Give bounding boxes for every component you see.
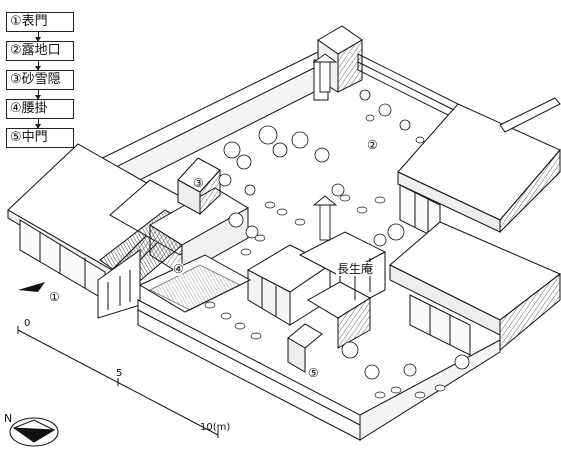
marker-koshikake: ④ bbox=[173, 262, 184, 276]
entrance-arrow bbox=[18, 282, 45, 292]
north-compass-icon bbox=[9, 417, 59, 447]
outer-wall-northeast bbox=[357, 53, 459, 121]
legend-arrow-icon bbox=[35, 119, 41, 129]
garden-trees bbox=[218, 89, 470, 380]
chumon-gate bbox=[287, 323, 323, 373]
sunasetchin-building bbox=[177, 157, 221, 216]
chouseian-teahouse bbox=[246, 231, 387, 349]
marker-sunasetchin: ③ bbox=[193, 176, 204, 190]
scale-label-five: 5 bbox=[116, 368, 123, 379]
scale-bar bbox=[17, 326, 219, 438]
marker-chumon: ⑤ bbox=[308, 366, 319, 380]
stepping-stones bbox=[204, 114, 446, 399]
marker-gate-front: ① bbox=[49, 290, 60, 304]
right-house-lower bbox=[389, 221, 561, 356]
marker-roji-entrance: ② bbox=[367, 138, 378, 152]
legend-step-5: ⑤中門 bbox=[6, 128, 74, 148]
legend-step-3: ③砂雪隠 bbox=[6, 70, 74, 90]
legend-arrow-icon bbox=[35, 90, 41, 100]
legend-step-4: ④腰掛 bbox=[6, 99, 74, 119]
legend-arrow-icon bbox=[35, 32, 41, 42]
legend-step-2: ②露地口 bbox=[6, 41, 74, 61]
north-label: N bbox=[4, 412, 13, 425]
legend-arrow-icon bbox=[35, 61, 41, 71]
stone-lantern bbox=[312, 53, 338, 241]
building-label: 長生庵 bbox=[336, 262, 375, 276]
legend-step-1: ①表門 bbox=[6, 12, 74, 32]
right-house-upper bbox=[397, 97, 561, 241]
scale-label-ten: 10(m) bbox=[200, 422, 231, 433]
scale-label-zero: 0 bbox=[24, 318, 31, 329]
